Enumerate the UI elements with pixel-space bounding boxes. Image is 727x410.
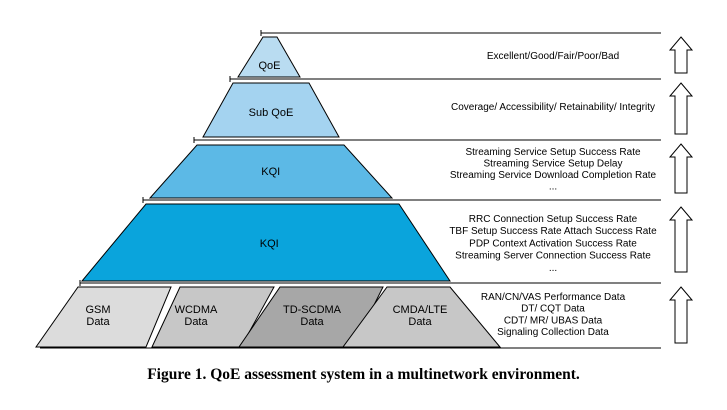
level-description-line: Signaling Collection Data [497, 327, 609, 338]
level-description-line: ... [549, 182, 557, 193]
up-arrow-icon [668, 206, 694, 273]
separator-lines [40, 30, 661, 349]
up-arrows [668, 36, 694, 344]
level-description-line: DT/ CQT Data [521, 304, 585, 315]
data-source-block [342, 286, 502, 348]
level-description-line: Streaming Service Setup Delay [484, 159, 623, 170]
data-source-name: GSM [85, 304, 110, 316]
level-description-line: ... [549, 263, 557, 274]
data-source-sub: Data [184, 316, 208, 328]
pyramid-tier [148, 144, 394, 199]
level-description-line: Streaming Server Connection Success Rate [455, 251, 651, 262]
pyramid-tier-label: Sub QoE [249, 107, 294, 119]
level-description-line: RAN/CN/VAS Performance Data [481, 292, 626, 303]
pyramid-tier [202, 82, 340, 138]
level-description-line: CDT/ MR/ UBAS Data [504, 315, 603, 326]
level-description-line: Excellent/Good/Fair/Poor/Bad [487, 51, 619, 62]
pyramid-tiers: QoE Sub QoE KQI KQI [80, 36, 451, 282]
up-arrow-icon [668, 36, 694, 74]
pyramid-tier [80, 203, 451, 282]
data-source-block [35, 286, 172, 348]
level-description-line: PDP Context Activation Success Rate [469, 238, 637, 249]
pyramid-tier-label: QoE [258, 60, 280, 72]
data-source-sub: Data [86, 316, 110, 328]
level-description-line: Coverage/ Accessibility/ Retainability/ … [451, 102, 655, 113]
pyramid-tier-label: KQI [261, 166, 280, 178]
pyramid-tier-label: KQI [260, 238, 279, 250]
pyramid-tier [237, 36, 301, 78]
up-arrow-icon [668, 143, 694, 194]
level-description-line: TBF Setup Success Rate Attach Success Ra… [449, 226, 657, 237]
up-arrow-icon [668, 286, 694, 344]
level-description-line: Streaming Service Download Completion Ra… [450, 170, 657, 181]
data-source-name: TD-SCDMA [283, 304, 342, 316]
data-source-sub: Data [408, 316, 432, 328]
up-arrow-icon [668, 82, 694, 135]
data-source-name: CMDA/LTE [393, 304, 448, 316]
data-source-name: WCDMA [175, 304, 218, 316]
figure-caption: Figure 1. QoE assessment system in a mul… [147, 366, 580, 383]
level-description-line: RRC Connection Setup Success Rate [469, 214, 638, 225]
level-description-line: Streaming Service Setup Success Rate [465, 147, 641, 158]
data-source-sub: Data [300, 316, 324, 328]
